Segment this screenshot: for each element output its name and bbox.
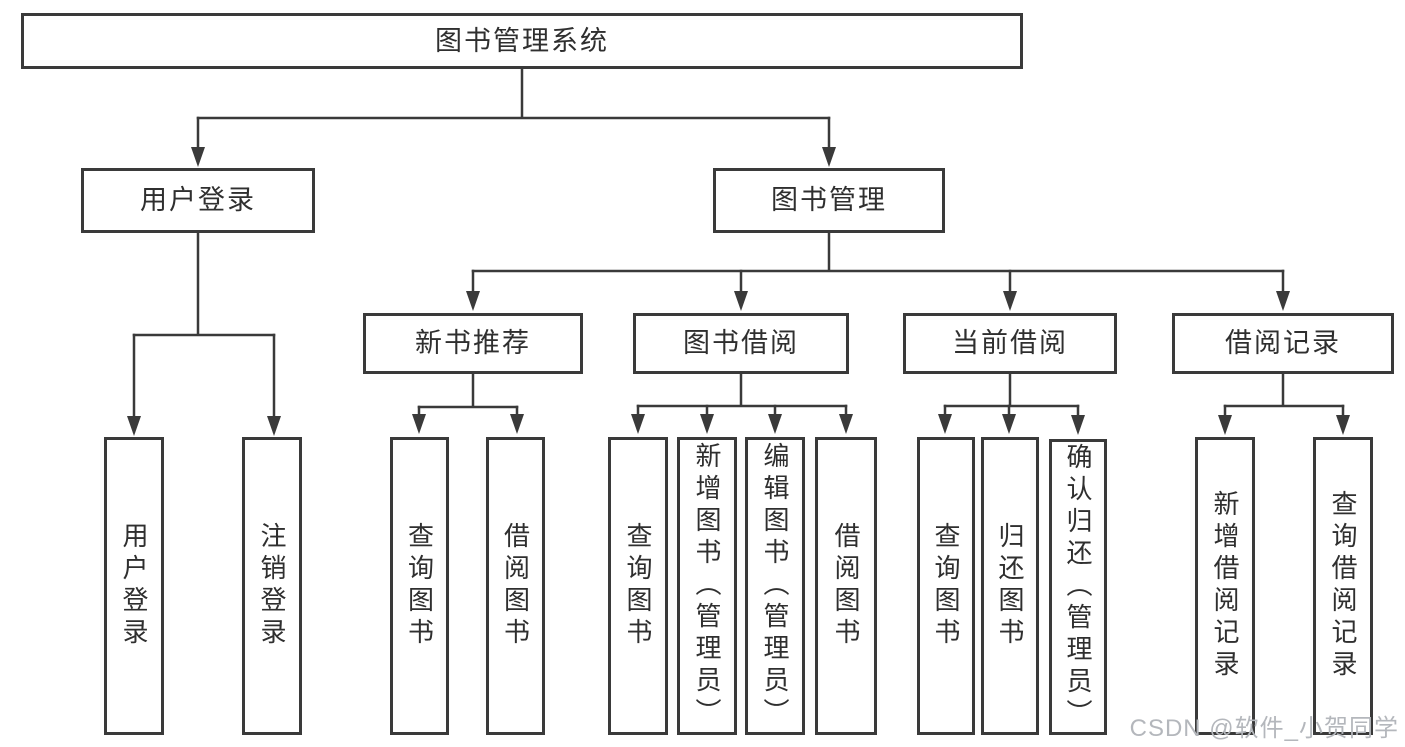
node-current-borrow: 当前借阅 [903,313,1117,374]
node-borrow-records-label: 借阅记录 [1225,328,1341,358]
node-book-borrow-label: 图书借阅 [683,328,799,358]
node-cb-query-book: 查询图书 [917,437,975,735]
node-rec-query-book: 查询图书 [390,437,449,735]
node-rec-borrow-book-label: 借阅图书 [500,522,531,650]
node-bb-edit-book-label: 编辑图书（管理员） [760,442,790,730]
node-borrow-records: 借阅记录 [1172,313,1394,374]
node-rec-query-book-label: 查询图书 [404,522,435,650]
connector-current-borrow-stem [943,371,1080,408]
node-cb-confirm-return-label: 确认归还（管理员） [1063,443,1093,731]
node-new-book-rec-label: 新书推荐 [415,328,531,358]
node-bb-add-book-label: 新增图书（管理员） [692,442,722,730]
node-cb-return-book: 归还图书 [981,437,1039,735]
node-bb-borrow-book-label: 借阅图书 [831,522,861,650]
node-bb-query-book: 查询图书 [608,437,668,735]
node-leaf-user-login: 用户登录 [104,437,164,735]
node-br-add-record: 新增借阅记录 [1195,437,1255,735]
node-br-add-record-label: 新增借阅记录 [1210,490,1240,682]
node-user-login-label: 用户登录 [140,185,256,215]
node-leaf-logout: 注销登录 [242,437,302,735]
node-cb-return-book-label: 归还图书 [995,522,1025,650]
node-new-book-rec: 新书推荐 [363,313,583,374]
node-book-mgmt: 图书管理 [713,168,945,233]
node-br-query-record: 查询借阅记录 [1313,437,1373,735]
node-root-label: 图书管理系统 [435,25,609,56]
connector-book-mgmt-stem [471,231,1285,273]
node-user-login: 用户登录 [81,168,315,233]
node-book-mgmt-label: 图书管理 [771,185,887,215]
node-current-borrow-label: 当前借阅 [952,328,1068,358]
node-bb-add-book: 新增图书（管理员） [677,437,737,735]
node-leaf-user-login-label: 用户登录 [119,522,149,650]
node-cb-confirm-return: 确认归还（管理员） [1049,439,1107,735]
csdn-watermark: CSDN @软件_小贺同学 [1129,715,1399,742]
connector-borrow-records-stem [1223,371,1345,408]
node-rec-borrow-book: 借阅图书 [486,437,545,735]
node-bb-query-book-label: 查询图书 [623,522,653,650]
connector-new-book-rec-stem [417,371,519,409]
node-bb-borrow-book: 借阅图书 [815,437,877,735]
node-book-borrow: 图书借阅 [633,313,849,374]
connector-root-stem [196,67,831,120]
node-cb-query-book-label: 查询图书 [931,522,961,650]
node-root: 图书管理系统 [21,13,1023,69]
node-bb-edit-book: 编辑图书（管理员） [745,437,805,735]
node-leaf-logout-label: 注销登录 [257,522,287,650]
node-br-query-record-label: 查询借阅记录 [1328,490,1358,682]
connector-user-login-stem [132,231,276,337]
connector-book-borrow-stem [636,371,848,408]
